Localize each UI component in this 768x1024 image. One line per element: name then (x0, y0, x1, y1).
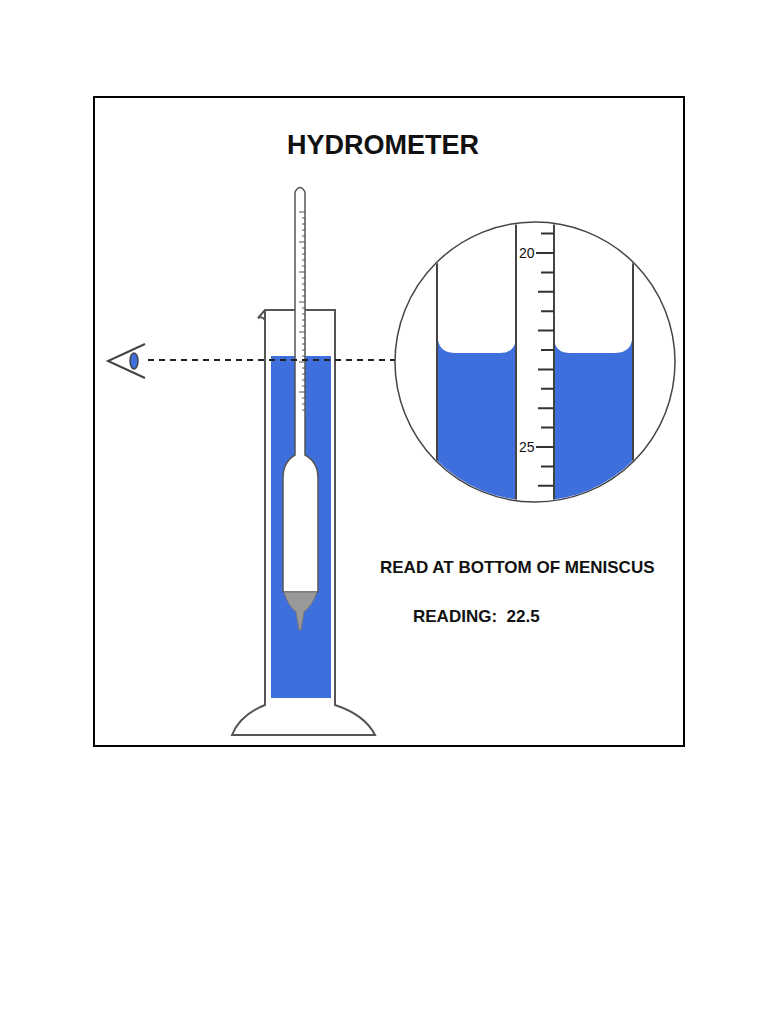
scale-tick (302, 338, 305, 339)
scale-number: 25 (518, 440, 536, 454)
scale-tick (538, 485, 554, 487)
scale-tick (302, 254, 305, 255)
scale-tick (541, 310, 554, 312)
scale-tick (302, 380, 305, 381)
hydrometer-weight (284, 592, 317, 630)
magnified-wall (436, 200, 438, 520)
magnified-stem (515, 200, 517, 520)
hydrometer-float (283, 188, 318, 593)
magnified-wall (632, 200, 634, 520)
scale-tick (541, 427, 554, 429)
scale-tick (302, 386, 305, 387)
scale-tick (299, 242, 305, 243)
scale-tick (302, 368, 305, 369)
scale-tick (533, 446, 554, 448)
frame (94, 97, 684, 746)
scale-tick (299, 362, 305, 363)
scale-tick (538, 407, 554, 409)
scale-tick (302, 398, 305, 399)
eye-pupil (130, 353, 138, 369)
scale-tick (302, 266, 305, 267)
scale-tick (302, 314, 305, 315)
scale-tick (302, 230, 305, 231)
scale-tick (302, 374, 305, 375)
scale-tick (302, 344, 305, 345)
scale-tick (302, 290, 305, 291)
scale-tick (302, 218, 305, 219)
scale-tick (533, 252, 554, 254)
scale-tick (302, 410, 305, 411)
scale-tick (302, 350, 305, 351)
scale-tick (299, 212, 305, 213)
eye (108, 344, 145, 378)
scale-tick (299, 272, 305, 273)
scale-tick (299, 332, 305, 333)
scale-tick (538, 291, 554, 293)
sight-line (148, 359, 436, 361)
scale-tick (302, 284, 305, 285)
scale-number: 20 (518, 246, 536, 260)
scale-tick (541, 233, 554, 235)
scale-tick (302, 224, 305, 225)
magnified-liquid (438, 340, 516, 520)
spout (258, 317, 265, 320)
scale-tick (302, 296, 305, 297)
scale-tick (302, 356, 305, 357)
scale-tick (541, 349, 554, 351)
instruction-note: READ AT BOTTOM OF MENISCUS (380, 559, 655, 576)
scale-tick (302, 308, 305, 309)
scale-tick (538, 213, 554, 215)
scale-tick (541, 465, 554, 467)
cylinder-base (232, 698, 375, 735)
scale-tick (538, 330, 554, 332)
scale-tick (299, 302, 305, 303)
stem-scale (299, 212, 305, 410)
scale-tick (302, 326, 305, 327)
magnified-liquid (554, 340, 632, 520)
scale-tick (541, 271, 554, 273)
scale-tick (302, 236, 305, 237)
scale-tick (302, 278, 305, 279)
scale-tick (302, 260, 305, 261)
scale-tick (302, 320, 305, 321)
magnified-stem (553, 200, 555, 520)
scale-tick (302, 248, 305, 249)
scale-tick (302, 404, 305, 405)
diagram-title: HYDROMETER (287, 132, 479, 159)
scale-tick (299, 392, 305, 393)
scale-tick (538, 368, 554, 370)
scale-tick (541, 388, 554, 390)
magnified-scale (533, 214, 554, 486)
reading-note: READING: 22.5 (413, 608, 540, 625)
